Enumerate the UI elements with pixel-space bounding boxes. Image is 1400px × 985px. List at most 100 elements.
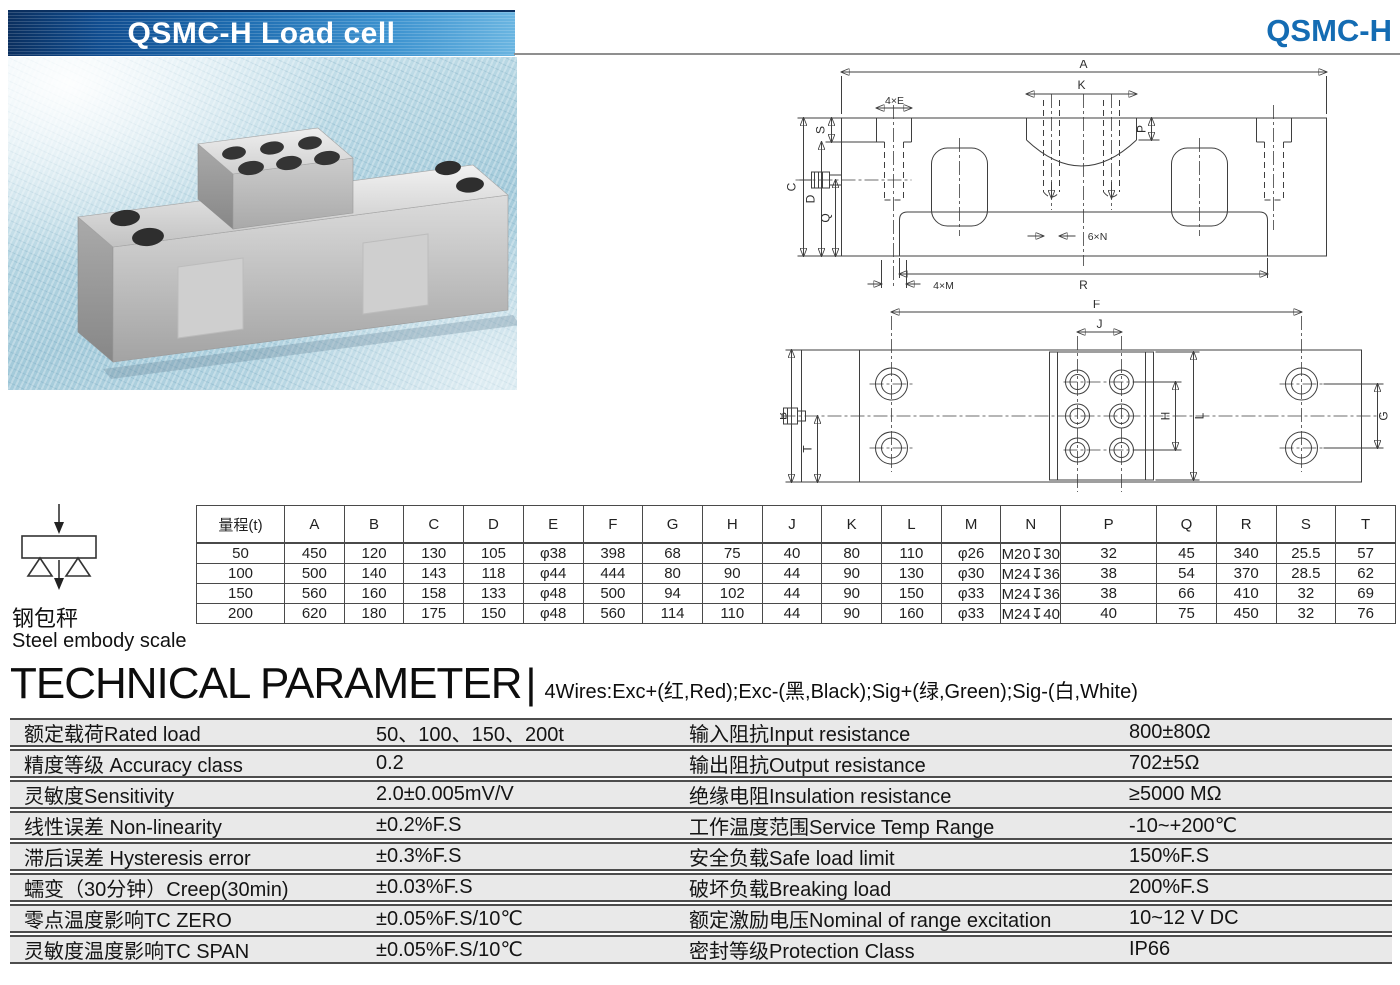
dim-header: G <box>642 505 703 544</box>
boss-bolt-hole <box>298 136 322 150</box>
dim-header: A <box>284 505 345 544</box>
header-divider-line <box>514 53 1400 55</box>
dim-cell: 32 <box>1275 583 1337 604</box>
param-label: 蠕变（30分钟）Creep(30min) <box>24 879 289 901</box>
front-patch-right <box>362 233 429 315</box>
block-shadow <box>103 315 517 379</box>
dim-cell: 560 <box>284 583 345 604</box>
param-label: 绝缘电阻Insulation resistance <box>689 786 952 808</box>
dim-label-Q: Q <box>819 213 833 222</box>
side-view-drawing: A K P S C D Q 4×E 6×N R 4×M <box>785 60 1398 292</box>
dim-label-T: T <box>801 445 815 453</box>
dim-cell: 90 <box>821 603 883 624</box>
dim-label-4xM: 4×M <box>933 280 954 292</box>
dim-header: D <box>463 505 524 544</box>
dim-cell: 398 <box>582 542 644 564</box>
param-value: 800±80Ω <box>1129 721 1211 743</box>
dim-cell: 180 <box>343 603 405 624</box>
param-value: 702±5Ω <box>1129 752 1200 774</box>
param-label: 额定激励电压Nominal of range excitation <box>689 910 1052 932</box>
dim-cell: 110 <box>881 542 942 564</box>
section-title: TECHNICAL PARAMETER <box>10 659 523 709</box>
boss-bolt-hole <box>222 146 246 160</box>
model-code: QSMC-H <box>1266 13 1392 48</box>
dim-cell: 120 <box>343 542 405 564</box>
dim-cell: M24↧36 <box>1000 563 1062 584</box>
dim-cell: 500 <box>582 583 644 604</box>
dim-label-G: G <box>1377 411 1391 420</box>
param-label: 线性误差 Non-linearity <box>24 817 222 839</box>
dim-label-4xE: 4×E <box>885 95 904 107</box>
dim-cell: 68 <box>642 542 703 564</box>
dim-cell: 44 <box>761 563 823 584</box>
dim-label-B: B <box>780 412 790 420</box>
dim-header: B <box>343 505 405 544</box>
dim-label-A: A <box>1079 60 1087 71</box>
dim-cell: 143 <box>403 563 465 584</box>
boss-bolt-hole <box>238 160 264 176</box>
dim-cell: 40 <box>761 542 823 564</box>
param-label: 零点温度影响TC ZERO <box>24 910 232 932</box>
dim-label-P: P <box>1135 125 1149 133</box>
dim-header: H <box>701 505 763 544</box>
dim-cell: 100 <box>196 563 285 584</box>
dim-cell: 32 <box>1060 542 1158 564</box>
dim-cell: 25.5 <box>1275 542 1337 564</box>
dim-cell: 150 <box>881 583 942 604</box>
dim-label-D: D <box>804 194 818 203</box>
param-label: 灵敏度温度影响TC SPAN <box>24 941 250 963</box>
dim-cell: φ48 <box>522 603 584 624</box>
dim-header: P <box>1060 505 1158 544</box>
dim-cell: 44 <box>761 603 823 624</box>
param-value: 200%F.S <box>1129 876 1210 898</box>
dim-cell: 54 <box>1156 563 1217 584</box>
dim-cell: 40 <box>1060 603 1158 624</box>
boss-bolt-hole <box>276 155 302 171</box>
dim-cell: 158 <box>403 583 465 604</box>
dim-label-F: F <box>1093 300 1100 311</box>
dim-cell: 410 <box>1215 583 1277 604</box>
param-label: 灵敏度Sensitivity <box>24 786 175 808</box>
dim-cell: 69 <box>1335 583 1396 604</box>
dim-cell: φ26 <box>940 542 1002 564</box>
dim-cell: 130 <box>403 542 465 564</box>
dim-label-L: L <box>1193 412 1207 419</box>
section-title-bar: | <box>525 660 537 707</box>
dim-cell: 450 <box>1215 603 1277 624</box>
dim-cell: 80 <box>642 563 703 584</box>
dim-cell: 340 <box>1215 542 1277 564</box>
param-label: 工作温度范围Service Temp Range <box>689 817 995 839</box>
dim-cell: 130 <box>881 563 942 584</box>
dim-label-J: J <box>1097 317 1103 331</box>
corner-bolt-hole <box>435 160 461 176</box>
boss-bolt-hole <box>260 141 284 155</box>
dim-cell: 150 <box>196 583 285 604</box>
dim-cell: 57 <box>1335 542 1396 564</box>
param-value: ±0.3%F.S <box>376 845 462 867</box>
param-value: 0.2 <box>376 752 404 774</box>
dim-header: N <box>1000 505 1062 544</box>
dim-label-S: S <box>814 126 828 134</box>
dim-cell: 200 <box>196 603 285 624</box>
param-value: 2.0±0.005mV/V <box>376 783 514 805</box>
banner-title: QSMC-H Load cell <box>127 17 396 50</box>
param-row: 灵敏度Sensitivity 2.0±0.005mV/V 绝缘电阻Insulatio… <box>10 780 1392 809</box>
dim-cell: 150 <box>463 603 524 624</box>
technical-parameter-heading: TECHNICAL PARAMETER | 4Wires:Exc+(红,Red)… <box>10 659 1138 709</box>
dim-header: J <box>761 505 823 544</box>
dim-header: T <box>1335 505 1396 544</box>
dim-cell: 28.5 <box>1275 563 1337 584</box>
dim-header: E <box>522 505 584 544</box>
param-label: 输入阻抗Input resistance <box>689 724 911 746</box>
dim-cell: 80 <box>821 542 883 564</box>
dim-cell: φ38 <box>522 542 584 564</box>
param-label: 密封等级Protection Class <box>689 941 915 963</box>
dim-cell: M24↧36 <box>1000 583 1062 604</box>
